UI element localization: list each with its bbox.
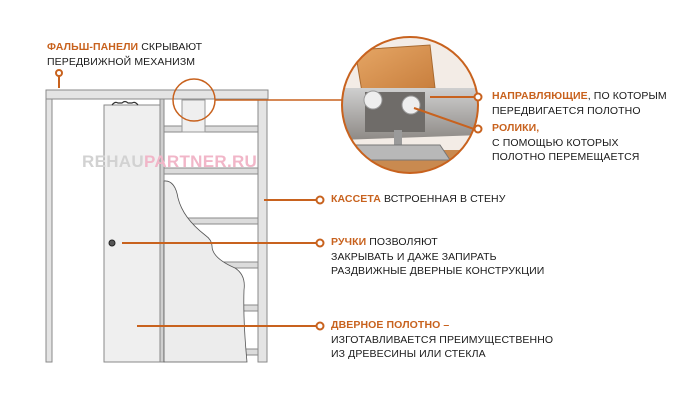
label-handles: РУЧКИ ПОЗВОЛЯЮТ ЗАКРЫВАТЬ И ДАЖЕ ЗАПИРАТ…: [331, 236, 545, 277]
door-frame: [45, 89, 269, 363]
left-post: [45, 89, 53, 363]
label-cassette: КАССЕТА ВСТРОЕННАЯ В СТЕНУ: [331, 193, 506, 205]
door-leaf: [103, 104, 161, 363]
door-leaf-hidden-top: [181, 99, 206, 133]
label-guides: НАПРАВЛЯЮЩИЕ, ПО КОТОРЫМ ПЕРЕДВИГАЕТСЯ П…: [492, 90, 667, 117]
door-hanger: [111, 100, 139, 106]
watermark: REHAUPARTNER.RU: [82, 152, 258, 171]
label-false-panels: ФАЛЬШ-ПАНЕЛИ СКРЫВАЮТ ПЕРЕДВИЖНОЙ МЕХАНИ…: [47, 41, 203, 68]
label-rollers: РОЛИКИ, С ПОМОЩЬЮ КОТОРЫХ ПОЛОТНО ПЕРЕМЕ…: [492, 122, 640, 163]
leader-lines: [55, 69, 483, 331]
door-handle: [108, 239, 116, 247]
roller-mechanism-photo: [342, 37, 478, 173]
top-rail: [45, 89, 269, 100]
right-post: [257, 98, 268, 363]
label-door-leaf: ДВЕРНОЕ ПОЛОТНО – ИЗГОТАВЛИВАЕТСЯ ПРЕИМУ…: [331, 319, 554, 360]
wall-cutaway: [163, 180, 248, 363]
